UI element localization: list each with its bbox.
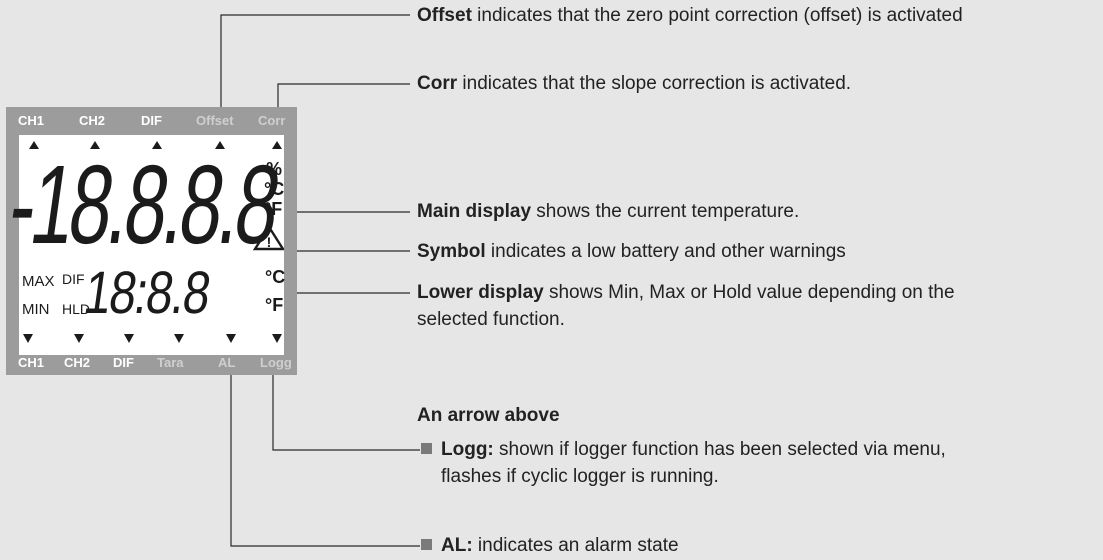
offset-leader bbox=[220, 14, 410, 120]
top-indicator-ch2 bbox=[90, 141, 100, 149]
annotation-corr-text: indicates that the slope correction is a… bbox=[457, 73, 852, 94]
bottom-label-ch1: CH1 bbox=[18, 355, 45, 370]
annotation-offset-term: Offset bbox=[417, 5, 472, 26]
top-label-dif: DIF bbox=[141, 113, 162, 128]
annotation-al: AL: indicates an alarm state bbox=[421, 532, 679, 559]
top-label-ch2: CH2 bbox=[79, 113, 106, 128]
top-label-ch1: CH1 bbox=[18, 113, 45, 128]
annotation-main-text: shows the current temperature. bbox=[531, 201, 800, 222]
bottom-label-al: AL bbox=[218, 355, 236, 370]
unit-percent: % bbox=[266, 159, 283, 179]
annotation-lower-term: Lower display bbox=[417, 282, 544, 303]
annotation-main-display: Main display shows the current temperatu… bbox=[417, 198, 799, 225]
annotation-lower-text: shows Min, Max or Hold value depending o… bbox=[543, 282, 955, 303]
unit-fahrenheit-lower: °F bbox=[265, 295, 284, 315]
top-label-corr: Corr bbox=[258, 113, 286, 128]
annotation-main-term: Main display bbox=[417, 201, 532, 222]
bottom-indicator-logg bbox=[272, 334, 282, 343]
top-indicator-ch1 bbox=[29, 141, 39, 149]
lcd-screen: ! -18.8.8.8 % °C °F MAX DIF MIN HLD 18:8… bbox=[2, 135, 286, 355]
bottom-label-ch2: CH2 bbox=[64, 355, 91, 370]
bottom-indicator-tara bbox=[174, 334, 184, 343]
unit-fahrenheit-main: °F bbox=[264, 199, 283, 219]
bottom-label-dif: DIF bbox=[113, 355, 134, 370]
corr-leader bbox=[277, 83, 410, 120]
main-display-digits: -18.8.8.8 bbox=[2, 142, 284, 267]
top-indicator-corr bbox=[272, 141, 282, 149]
annotation-corr: Corr indicates that the slope correction… bbox=[417, 70, 851, 97]
mode-label-dif: DIF bbox=[62, 271, 85, 287]
annotation-symbol: Symbol indicates a low battery and other… bbox=[417, 238, 846, 265]
mode-label-max: MAX bbox=[22, 273, 55, 290]
annotation-logg-text: shown if logger function has been select… bbox=[493, 439, 946, 460]
annotation-logg-term: Logg: bbox=[441, 439, 494, 460]
annotation-symbol-text: indicates a low battery and other warnin… bbox=[485, 241, 846, 262]
top-label-offset: Offset bbox=[196, 113, 234, 128]
annotation-arrow-heading: An arrow above bbox=[417, 405, 560, 426]
annotation-logg-text2: flashes if cyclic logger is running. bbox=[441, 466, 719, 487]
annotation-offset-text: indicates that the zero point correction… bbox=[471, 5, 963, 26]
bottom-indicator-dif bbox=[124, 334, 134, 343]
annotation-logg: Logg: shown if logger function has been … bbox=[421, 436, 946, 490]
lcd-segments: ! bbox=[23, 141, 284, 343]
annotation-corr-term: Corr bbox=[417, 73, 458, 94]
bullet-icon bbox=[421, 539, 432, 550]
annotation-symbol-term: Symbol bbox=[417, 241, 486, 262]
bottom-indicator-ch1 bbox=[23, 334, 33, 343]
annotation-al-term: AL: bbox=[441, 535, 473, 556]
unit-celsius-lower: °C bbox=[265, 267, 286, 287]
annotation-lower-text2: selected function. bbox=[417, 309, 565, 330]
top-indicator-offset bbox=[215, 141, 225, 149]
annotation-lower-display: Lower display shows Min, Max or Hold val… bbox=[417, 279, 955, 333]
logg-leader bbox=[272, 363, 420, 451]
warning-icon: ! bbox=[252, 224, 284, 251]
annotation-al-text: indicates an alarm state bbox=[472, 535, 679, 556]
bottom-indicator-al bbox=[226, 334, 236, 343]
unit-celsius-main: °C bbox=[264, 179, 285, 199]
bullet-icon bbox=[421, 443, 432, 454]
annotation-offset: Offset indicates that the zero point cor… bbox=[417, 2, 963, 29]
mode-label-hld: HLD bbox=[62, 301, 91, 317]
bottom-label-logg: Logg bbox=[260, 355, 292, 370]
lower-display-digits: 18:8.8 bbox=[80, 259, 214, 326]
lcd-display: CH1 CH2 DIF Offset Corr bbox=[2, 107, 297, 375]
mode-label-min: MIN bbox=[22, 301, 50, 318]
bottom-indicator-ch2 bbox=[74, 334, 84, 343]
al-leader bbox=[230, 356, 420, 547]
bottom-label-tara: Tara bbox=[157, 355, 184, 370]
svg-text:!: ! bbox=[267, 234, 272, 250]
top-indicator-dif bbox=[152, 141, 162, 149]
